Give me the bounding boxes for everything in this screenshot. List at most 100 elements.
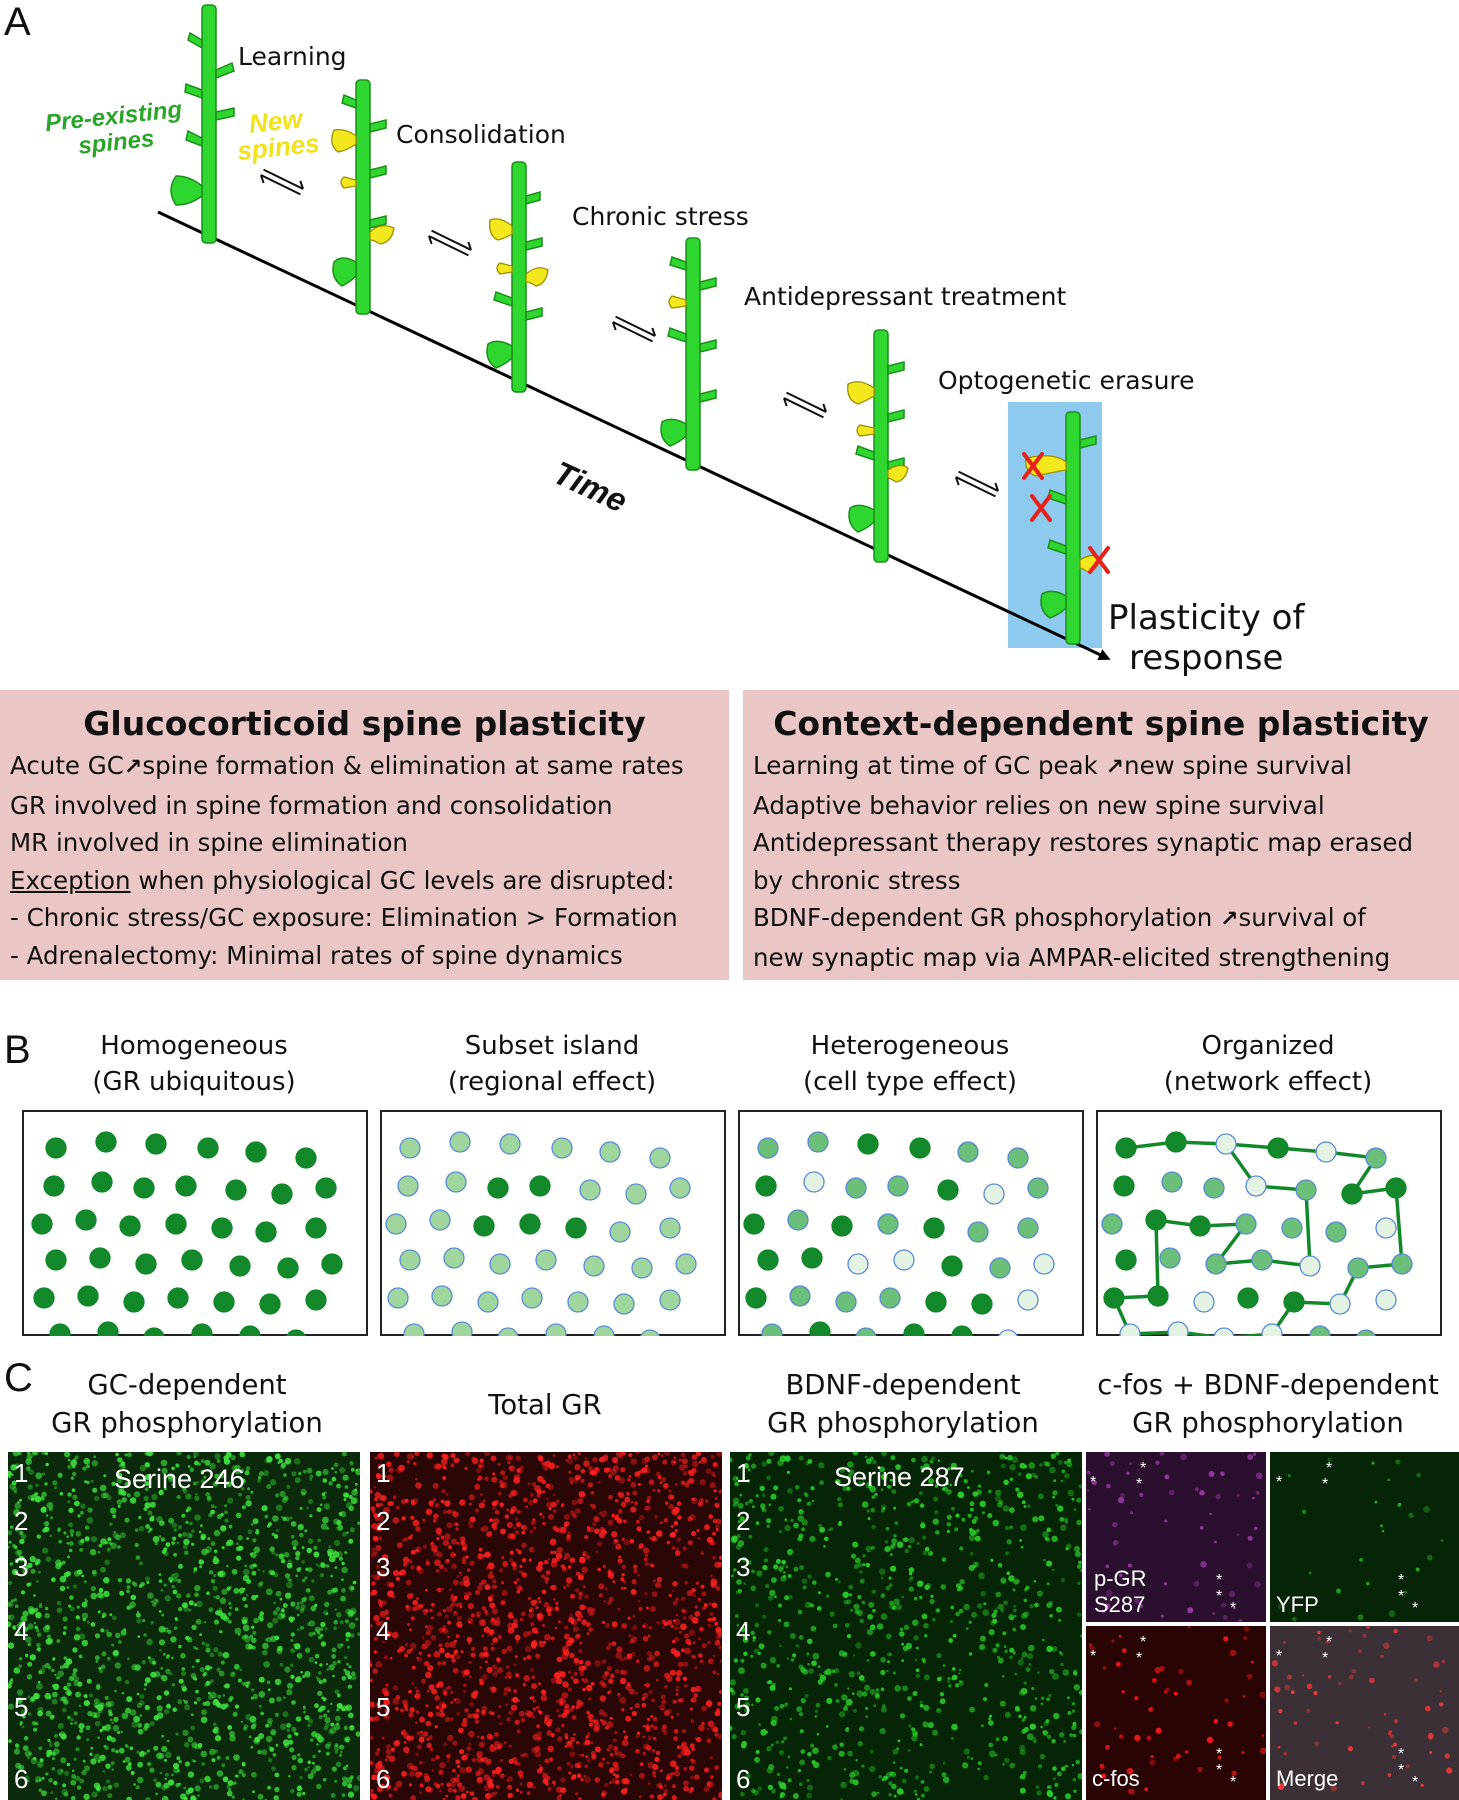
cell: [259, 1293, 281, 1315]
quad-yfp: YFP: [1270, 1452, 1459, 1622]
cell: [803, 1171, 825, 1193]
new-spines-consolidation: [331, 128, 395, 245]
cell: [989, 1257, 1011, 1279]
merge-label: Merge: [1276, 1766, 1339, 1791]
model-box-organized: [1096, 1110, 1442, 1336]
cell: [535, 1249, 557, 1271]
cell: [145, 1133, 167, 1155]
model-box-heterogeneous: [738, 1110, 1084, 1336]
cell: [89, 1247, 111, 1269]
dendrite-learning: [170, 4, 235, 244]
serine-287-label: Serine 287: [834, 1462, 965, 1492]
cell: [286, 1329, 306, 1336]
cell: [631, 1257, 653, 1279]
cell: [755, 1175, 777, 1197]
cell: [75, 1209, 97, 1231]
cell: [831, 1215, 853, 1237]
erase-marks: [1022, 452, 1110, 574]
model-title-homogeneous: Homogeneous(GR ubiquitous): [92, 1031, 296, 1097]
new-spines-antidepressant: [668, 295, 687, 309]
cell: [1261, 1323, 1283, 1336]
cell: [133, 1177, 155, 1199]
cell: [1101, 1213, 1123, 1235]
cell: [1027, 1177, 1049, 1199]
micrograph-serine-287: 1 2 3 4 5 6 Serine 287: [730, 1452, 1082, 1800]
cell: [1033, 1253, 1055, 1275]
box-right-line: Antidepressant therapy restores synaptic…: [753, 828, 1414, 857]
cell: [1203, 1177, 1225, 1199]
cell: [1341, 1183, 1363, 1205]
dendrite-consolidation: [332, 79, 387, 315]
panel-b-letter: B: [4, 1028, 31, 1072]
yfp-label: YFP: [1276, 1592, 1319, 1617]
cell: [887, 1175, 909, 1197]
cell: [445, 1171, 467, 1193]
cell: [1295, 1179, 1317, 1201]
dendrite-erasure-before: [848, 329, 905, 563]
cell: [387, 1287, 409, 1309]
cell: [135, 1253, 157, 1275]
cell: [529, 1175, 551, 1197]
cell: [77, 1285, 99, 1307]
cell: [757, 1249, 779, 1271]
cell: [659, 1289, 681, 1311]
cell: [1213, 1327, 1235, 1336]
cell: [399, 1137, 421, 1159]
cell: [165, 1213, 187, 1235]
cell: [1251, 1249, 1273, 1271]
cell: [789, 1285, 811, 1307]
cell: [745, 1287, 767, 1309]
cell: [175, 1175, 197, 1197]
legend-new: New spines: [235, 103, 321, 167]
up-arrow-icon: ↗: [1220, 907, 1239, 932]
cell: [983, 1183, 1005, 1205]
cell: [1159, 1247, 1181, 1269]
cell: [567, 1291, 589, 1313]
cell: [599, 1141, 621, 1163]
cell: [45, 1137, 67, 1159]
cell: [801, 1247, 823, 1269]
cell: [909, 1137, 931, 1159]
cell: [1103, 1287, 1125, 1309]
box-left-line: MR involved in spine elimination: [10, 828, 408, 857]
cell: [845, 1177, 867, 1199]
cell: [998, 1329, 1018, 1336]
cell: [399, 1249, 421, 1271]
network-line: [1111, 1140, 1404, 1336]
box-left-line: Exception when physiological GC levels a…: [10, 865, 675, 895]
cell: [1161, 1171, 1183, 1193]
cell: [43, 1175, 65, 1197]
cell: [1007, 1147, 1029, 1169]
cell: [1356, 1329, 1376, 1336]
cell: [95, 1131, 117, 1153]
box-right-line: Adaptive behavior relies on new spine su…: [753, 790, 1325, 820]
cortical-layers: 1 2 3 4 5 6: [376, 1458, 391, 1794]
cell: [31, 1213, 53, 1235]
up-arrow-icon: ↗: [1105, 755, 1125, 780]
cell: [167, 1287, 189, 1309]
cell: [923, 1217, 945, 1239]
cell: [1193, 1291, 1215, 1313]
cell: [181, 1249, 203, 1271]
cell: [91, 1171, 113, 1193]
cell: [593, 1325, 615, 1336]
cell: [649, 1147, 671, 1169]
cell: [1235, 1213, 1257, 1235]
cell: [431, 1285, 453, 1307]
model-box-subset: [380, 1110, 726, 1336]
new-spines-erasure-before: [847, 381, 909, 483]
micrograph-serine-246: 1 2 3 4 5 6 Serine 246: [8, 1452, 360, 1800]
cell: [305, 1289, 327, 1311]
cell: [1299, 1255, 1321, 1277]
stage-consolidation: Consolidation: [396, 120, 566, 149]
cell: [33, 1287, 55, 1309]
cell: [487, 1177, 509, 1199]
cell: [967, 1221, 989, 1243]
box-left-line: - Adrenalectomy: Minimal rates of spine …: [10, 940, 623, 970]
plasticity-label: Plasticity of response: [1108, 598, 1305, 678]
stage-learning: Learning: [238, 42, 347, 71]
cell: [1145, 1209, 1167, 1231]
